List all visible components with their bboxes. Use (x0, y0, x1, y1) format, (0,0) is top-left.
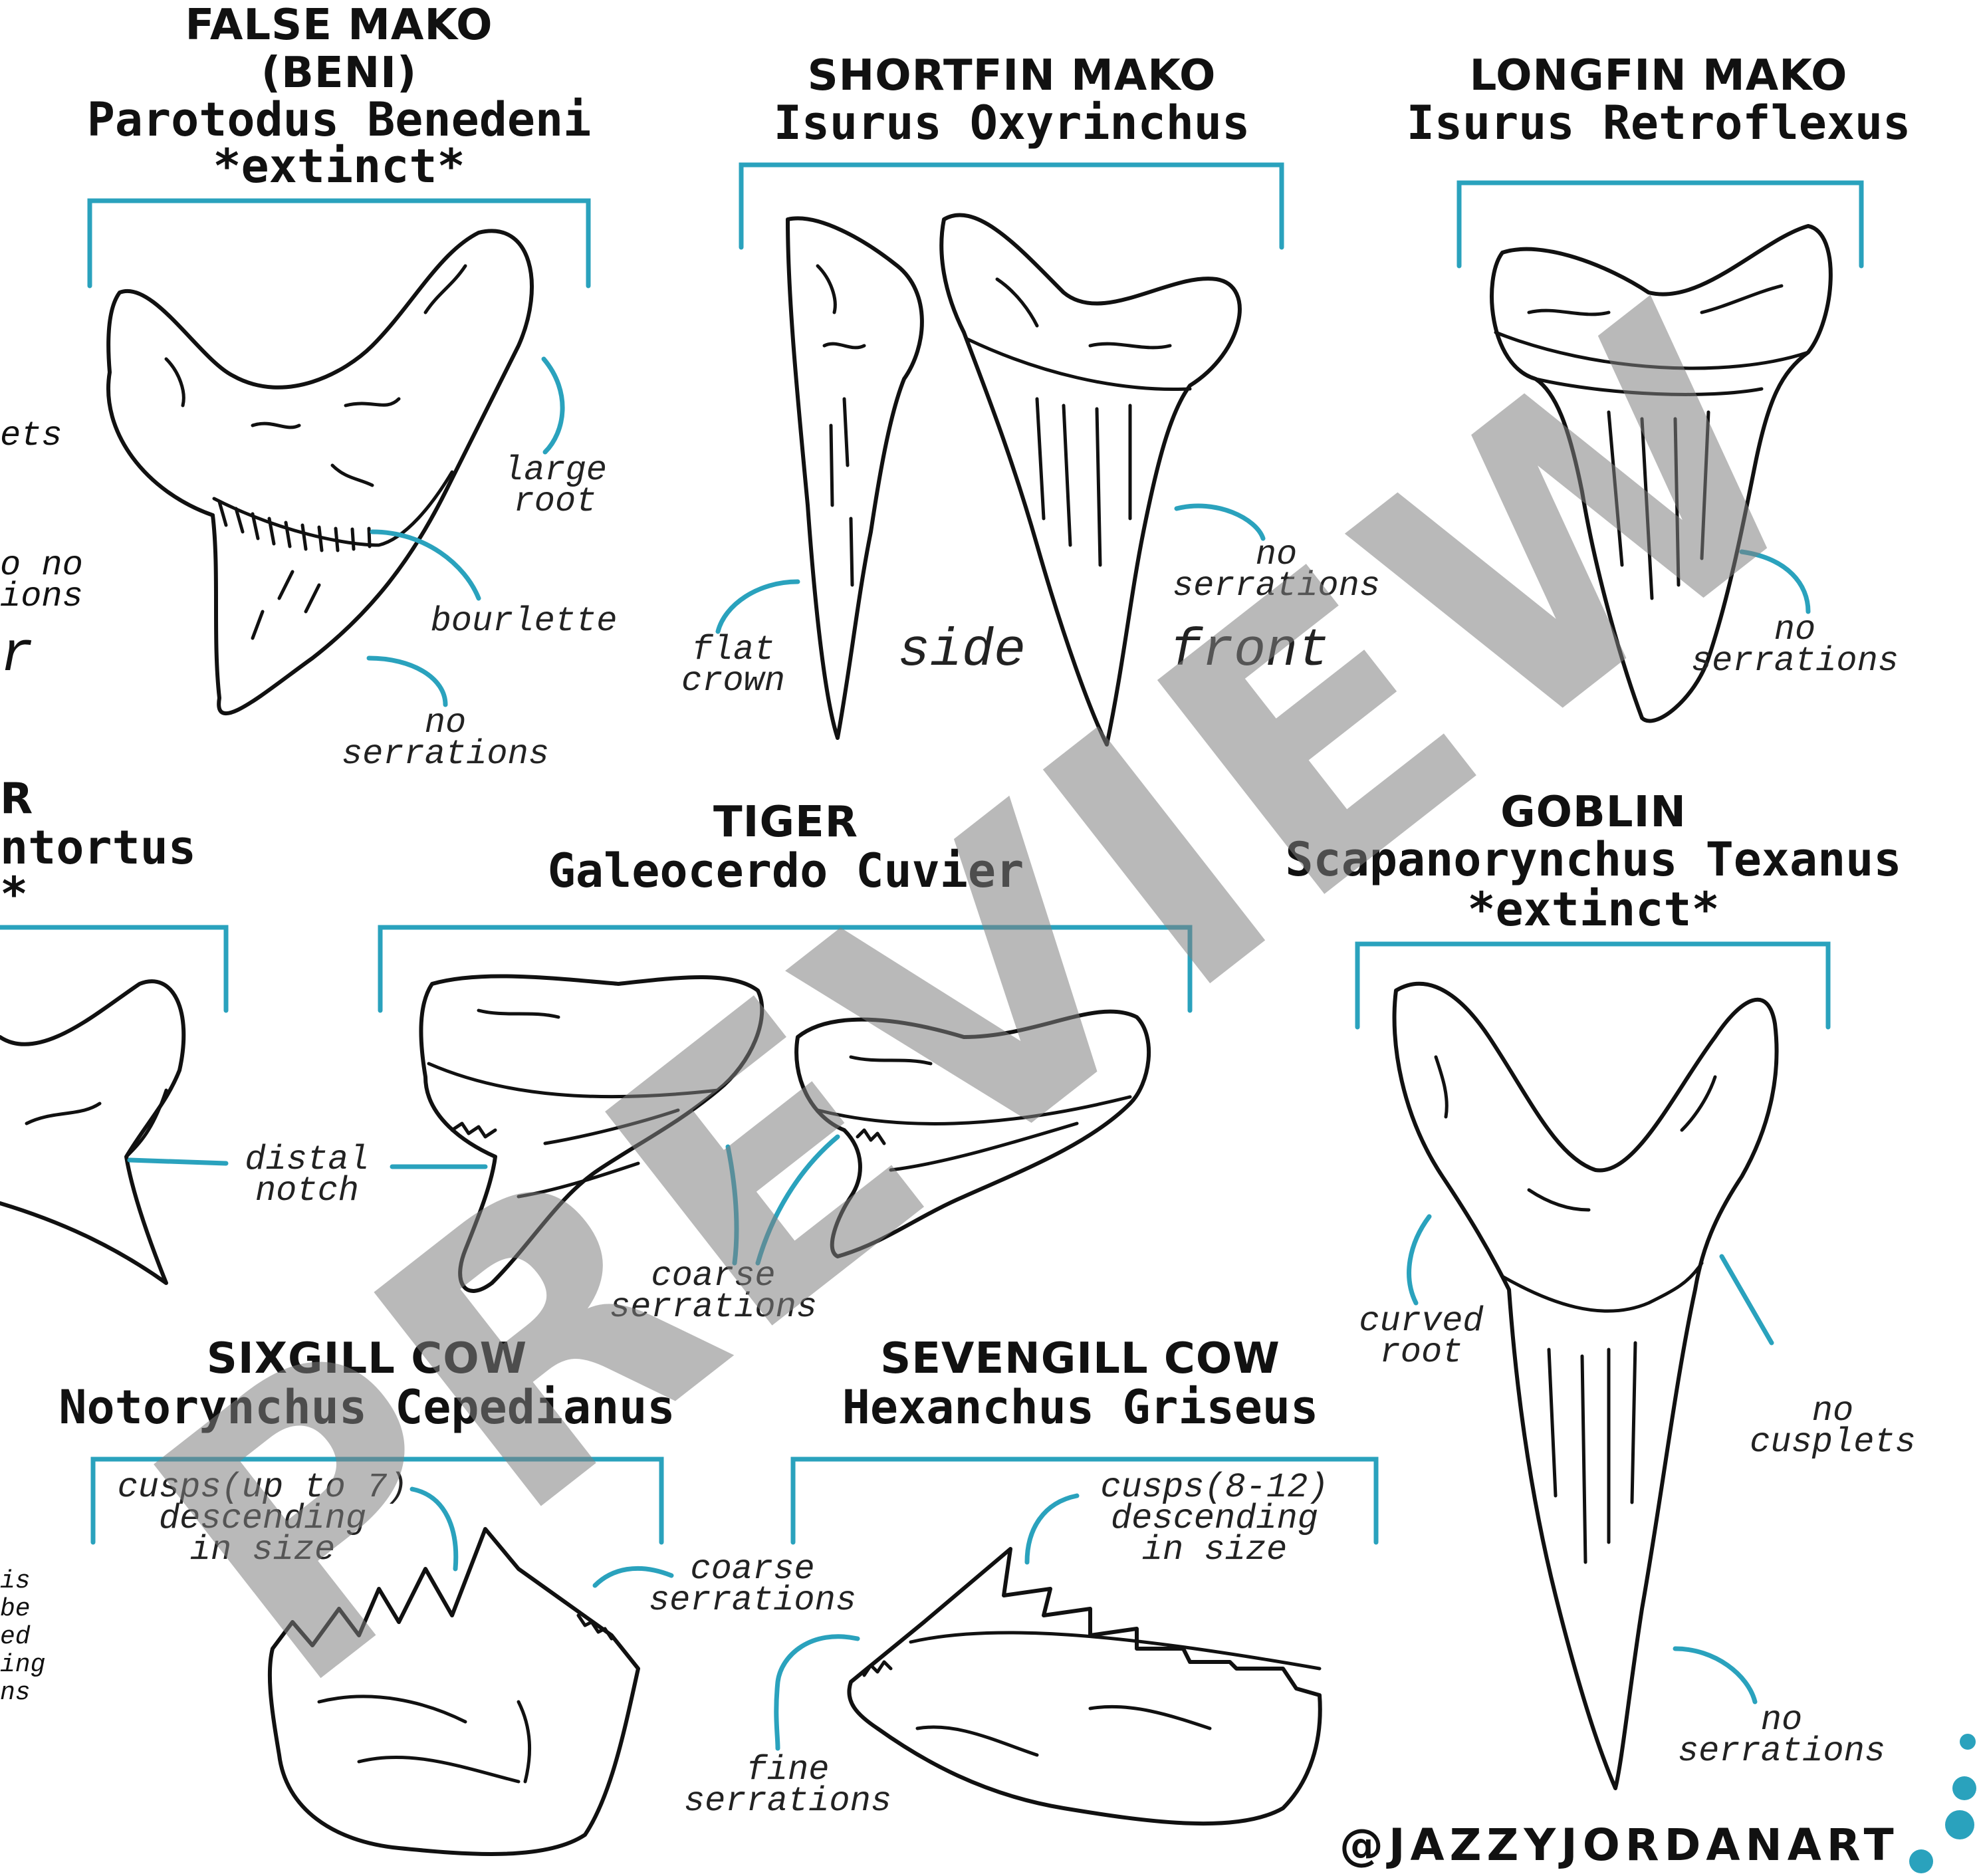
label-curved-root: curved root (1359, 1306, 1483, 1369)
left-fragment-ntortus: ntortus (0, 824, 196, 871)
bracket-partial-left (0, 927, 226, 1010)
sevengill-latin: Hexanchus Griseus (842, 1384, 1318, 1431)
bracket-shortfin-mako (741, 165, 1282, 247)
artist-handle: @JAZZYJORDANART (1339, 1823, 1899, 1867)
decorative-dot (1960, 1734, 1976, 1750)
decorative-dot (1945, 1810, 1974, 1839)
label-distal-notch: distal notch (245, 1145, 369, 1207)
pointer-no-cusplets (1722, 1256, 1772, 1343)
label-no-cusplets: no cusplets (1750, 1396, 1916, 1459)
pointer-cusps-sixgill (412, 1489, 456, 1569)
left-fragment-r-big: r (0, 628, 33, 684)
label-flat-crown: flat crown (681, 635, 785, 697)
sixgill-tooth (270, 1529, 638, 1854)
tiger-latin: Galeocerdo Cuvier (548, 848, 1024, 894)
pointer-fine-serrations (776, 1637, 858, 1748)
label-large-root: large root (503, 455, 607, 518)
goblin-tooth (1395, 984, 1777, 1788)
pointer-no-serrations-shortfin (1177, 506, 1263, 538)
pointer-distal-notch-left (130, 1160, 226, 1163)
left-fragment-small-5: ns (0, 1681, 31, 1706)
bracket-tiger (380, 927, 1190, 1010)
tiger-tooth-2 (796, 1012, 1149, 1256)
sevengill-title: SEVENGILL COW (880, 1338, 1280, 1380)
sixgill-title: SIXGILL COW (207, 1338, 527, 1380)
tiger-title: TIGER (713, 801, 858, 844)
bracket-false-mako (90, 201, 588, 286)
false-mako-title: FALSE MAKO (185, 4, 493, 47)
tiger-tooth-1 (421, 976, 762, 1291)
label-fine-serrations: fine serrations (684, 1755, 891, 1817)
decorative-dot (1909, 1849, 1933, 1873)
false-mako-latin: Parotodus Benedeni (87, 96, 592, 143)
sevengill-tooth (849, 1549, 1320, 1823)
label-bourlette: bourlette (431, 606, 618, 638)
left-fragment-ets: ets (0, 419, 62, 453)
sixgill-latin: Notorynchus Cepedianus (58, 1384, 675, 1431)
shortfin-mako-latin: Isurus Oxyrinchus (774, 100, 1250, 146)
pointer-curved-root (1409, 1217, 1429, 1303)
longfin-mako-title: LONGFIN MAKO (1470, 55, 1848, 97)
bracket-longfin-mako (1459, 183, 1861, 266)
left-fragment-small-1: is (0, 1569, 31, 1594)
shortfin-mako-title: SHORTFIN MAKO (808, 55, 1217, 97)
label-no-serrations-longfin: no serrations (1691, 615, 1899, 677)
left-fragment-star: * (0, 871, 28, 917)
label-no-serrations-shortfin: no serrations (1173, 540, 1380, 602)
label-coarse-serrations-sixgill: coarse serrations (649, 1554, 856, 1617)
pointer-no-serrations-false-mako (369, 658, 445, 705)
pointer-no-serrations-goblin (1675, 1649, 1755, 1702)
left-fragment-ions: ions (0, 580, 83, 614)
decorative-dot (1952, 1776, 1976, 1800)
pointer-no-serrations-longfin (1742, 552, 1808, 612)
label-coarse-serrations-tiger: coarse serrations (610, 1261, 817, 1324)
goblin-title: GOBLIN (1500, 791, 1687, 834)
partial-tooth-left (0, 981, 183, 1283)
label-cusps-sixgill: cusps(up to 7) descending in size (118, 1472, 408, 1566)
label-cusps-sevengill: cusps(8-12) descending in size (1100, 1472, 1328, 1566)
left-fragment-r-title: R (0, 778, 33, 820)
false-mako-status: *extinct* (213, 143, 465, 189)
pointer-large-root (544, 359, 562, 452)
pointer-coarse-serrations-b (758, 1137, 838, 1263)
left-fragment-small-3: ed (0, 1625, 31, 1650)
label-no-serrations-goblin: no serrations (1678, 1705, 1885, 1768)
pointer-cusps-sevengill (1027, 1496, 1077, 1562)
false-mako-subtitle: (BENI) (261, 52, 417, 94)
false-mako-tooth (108, 231, 532, 713)
left-fragment-small-2: be (0, 1597, 31, 1622)
left-fragment-small-4: ing (0, 1653, 45, 1678)
pointer-coarse-serrations-a (728, 1147, 737, 1263)
goblin-latin: Scapanorynchus Texanus (1285, 836, 1901, 883)
pointer-flat-crown (718, 582, 798, 632)
longfin-mako-latin: Isurus Retroflexus (1407, 100, 1911, 146)
label-side: side (898, 625, 1026, 678)
label-front: front (1170, 625, 1330, 678)
label-no-serrations-false-mako: no serrations (342, 708, 549, 770)
goblin-status: *extinct* (1467, 886, 1719, 933)
